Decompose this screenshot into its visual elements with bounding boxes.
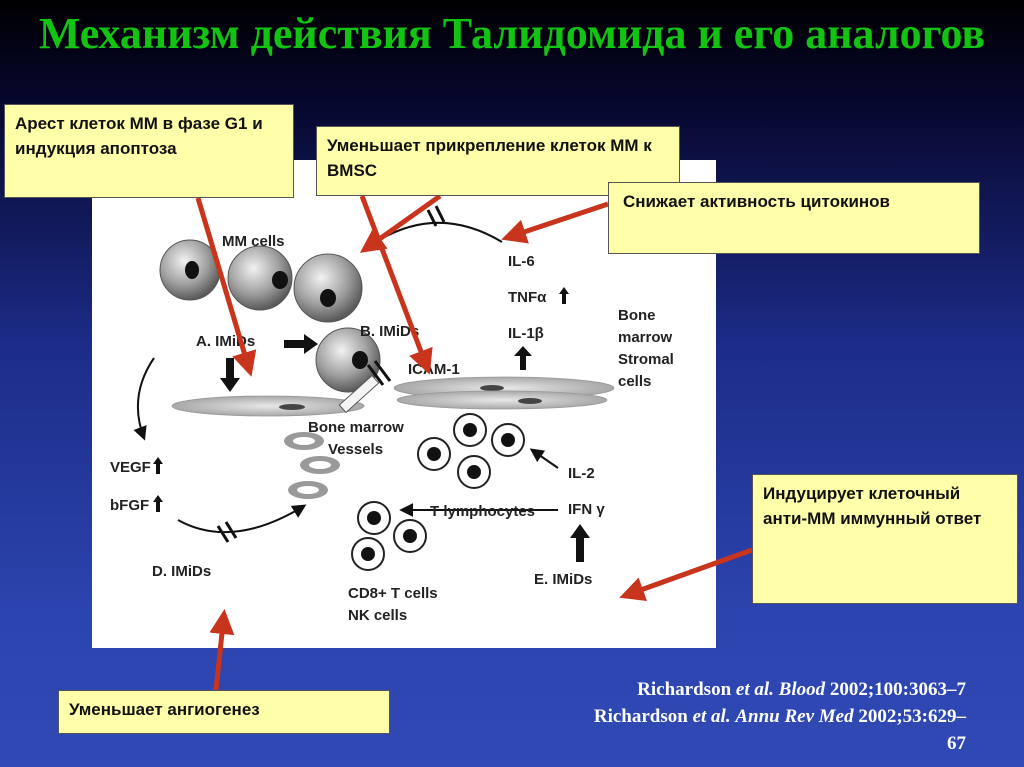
stromal-label-1: Bone <box>618 307 656 324</box>
callout-arrest: Арест клеток ММ в фазе G1 и индукция апо… <box>4 104 294 198</box>
imids-b-label: B. IMiDs <box>360 323 419 340</box>
mm-cell <box>293 253 363 323</box>
blood-vessel <box>288 481 328 499</box>
il2-arrow <box>529 448 559 469</box>
il2-label: IL-2 <box>568 465 595 482</box>
vessels-label-1: Bone marrow <box>308 419 404 436</box>
imids-e-label: E. IMiDs <box>534 571 592 588</box>
bfgf-to-vessels-arrow <box>177 504 307 534</box>
imids-a-label: A. IMiDs <box>196 333 255 350</box>
references: Richardson et al. Blood 2002;100:3063–7 … <box>594 676 966 757</box>
stromal-label-2: marrow <box>618 329 673 346</box>
cd8-label: CD8+ T cells <box>348 585 438 602</box>
lymphocyte <box>357 501 391 535</box>
ifn-label: IFN γ <box>568 501 605 518</box>
lymphocyte <box>457 455 491 489</box>
icam-molecule <box>338 374 380 414</box>
lymphocyte <box>491 423 525 457</box>
il6-label: IL-6 <box>508 253 535 270</box>
il1-label: IL-1β <box>508 325 544 342</box>
vegf-arrow <box>133 357 155 441</box>
tnf-up-arrow-small <box>559 287 569 304</box>
icam-label: ICAM-1 <box>408 361 460 378</box>
vegf-up-arrow-small <box>153 457 163 474</box>
mm-cell <box>159 239 221 301</box>
lymphocyte <box>417 437 451 471</box>
callout-cytokines: Снижает активность цитокинов <box>608 182 980 254</box>
stromal-cell-right-2 <box>396 390 608 410</box>
lymphocyte <box>393 519 427 553</box>
reference-2: Richardson et al. Annu Rev Med 2002;53:6… <box>593 706 966 727</box>
imids-d-label: D. IMiDs <box>152 563 211 580</box>
tnf-label: TNFα <box>508 289 547 306</box>
stromal-label-4: cells <box>618 373 651 390</box>
vegf-label: VEGF <box>110 459 151 476</box>
mm-cells-label: MM cells <box>222 233 285 250</box>
blood-vessel <box>300 456 340 474</box>
nk-label: NK cells <box>348 607 407 624</box>
lymphocyte <box>351 537 385 571</box>
cytokine-feedback-arrow <box>361 221 503 252</box>
callout-immune: Индуцирует клеточный анти-ММ иммунный от… <box>752 474 1018 604</box>
a-down-arrow <box>220 358 240 392</box>
stromal-cell-left-nucleus <box>279 404 305 410</box>
bfgf-up-arrow-small <box>153 495 163 512</box>
reference-1: Richardson et al. Blood 2002;100:3063–7 <box>637 679 966 700</box>
stromal-label-3: Stromal <box>618 351 674 368</box>
lymphocyte <box>453 413 487 447</box>
slide-title: Механизм действия Талидомида и его анало… <box>38 9 986 58</box>
callout-angiogenesis: Уменьшает ангиогенез <box>58 690 390 734</box>
stromal-cell-right-nucleus <box>480 385 504 391</box>
stromal-cell-left <box>171 395 365 417</box>
mm-cell <box>227 245 293 311</box>
t-lymphocytes-label: T lymphocytes <box>430 503 535 520</box>
il1-up-arrow <box>514 346 532 370</box>
stromal-cell-right-2-nucleus <box>518 398 542 404</box>
a-to-b-arrow <box>284 334 318 354</box>
blood-vessel <box>284 432 324 450</box>
e-up-arrow <box>570 524 590 562</box>
bfgf-label: bFGF <box>110 497 149 514</box>
reference-2-cont: 67 <box>947 733 966 754</box>
vessels-label-2: Vessels <box>328 441 383 458</box>
